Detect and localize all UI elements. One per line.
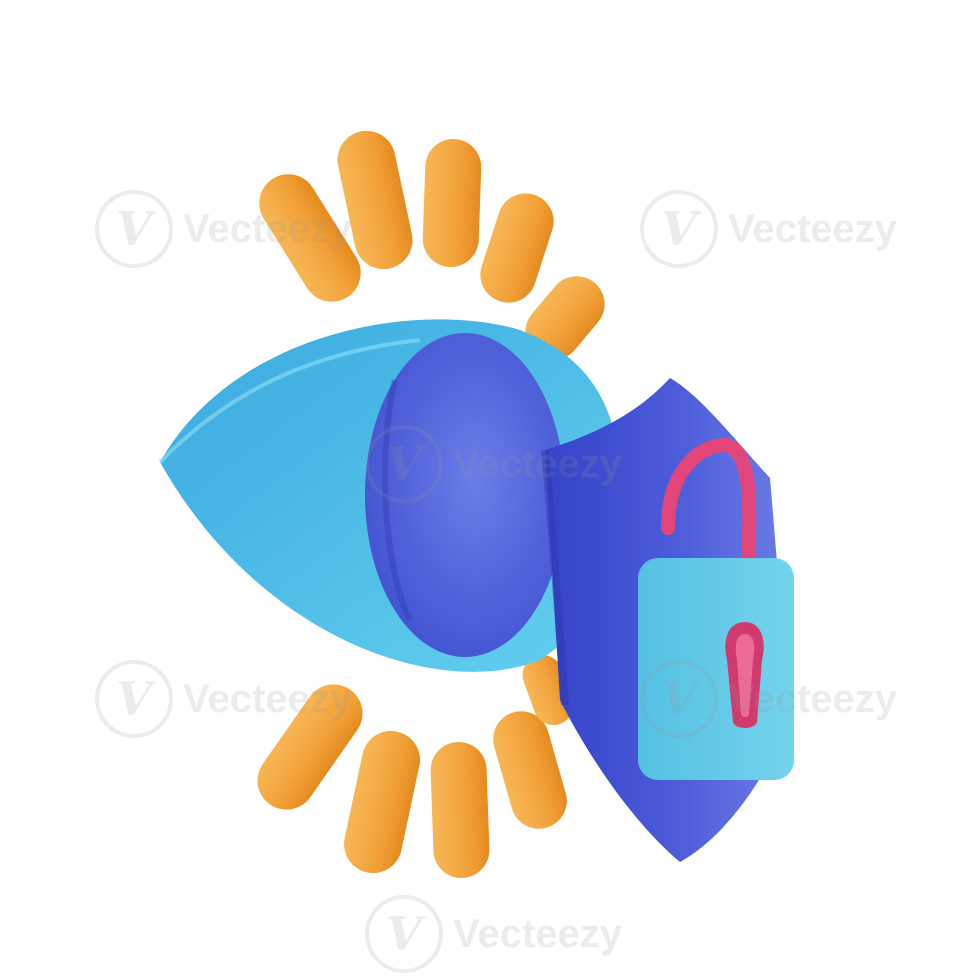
- ray-6: [257, 684, 363, 810]
- iris: [365, 333, 565, 657]
- lock-shackle: [661, 437, 757, 567]
- ray-5: [525, 276, 605, 360]
- ray-3: [422, 139, 482, 267]
- lock-body: [638, 558, 794, 780]
- ray-9: [493, 711, 567, 829]
- padlock-icon: [638, 437, 794, 780]
- ray-4: [480, 193, 554, 303]
- eye: [158, 319, 620, 672]
- ray-7: [344, 730, 420, 874]
- ray-2: [337, 130, 413, 270]
- rays-top: [259, 130, 605, 360]
- ray-8: [430, 742, 490, 878]
- ray-1: [259, 174, 361, 302]
- rays-bottom: [257, 654, 574, 878]
